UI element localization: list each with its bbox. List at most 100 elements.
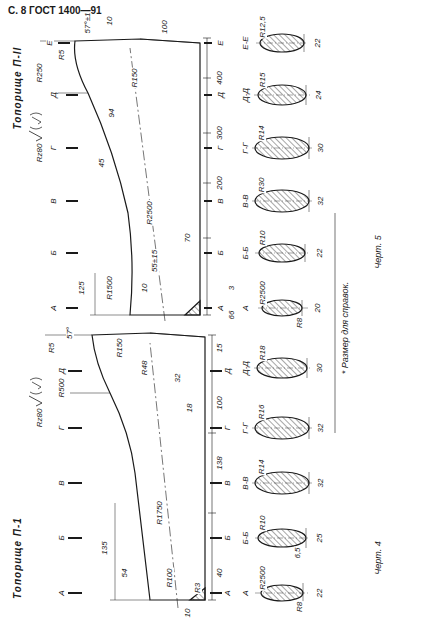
dimension-label: R30 (258, 177, 266, 194)
dimension-label: Б-Б (242, 530, 250, 545)
dimension-label: R5 (48, 342, 56, 354)
dimension-label: 15 (216, 343, 224, 354)
dimension-label: 10 (106, 16, 114, 27)
dimension-label: В-В (242, 193, 250, 208)
dimension-label: 100 (161, 19, 169, 34)
dimension-label: 70 (184, 233, 192, 244)
dimension-label: Е (46, 39, 54, 46)
dimension-label: 32 (317, 423, 325, 434)
dimension-label: 200 (216, 175, 224, 190)
dimension-label: R14 (258, 125, 266, 142)
dimension-label: R10 (259, 230, 267, 247)
dimension-label: 30 (316, 363, 324, 374)
dimension-label: В (224, 479, 232, 486)
dimension-label: Г (217, 145, 225, 151)
dimension-label: А (224, 589, 232, 596)
dimension-label: Rz80 (36, 408, 44, 429)
dimension-label: R250 (36, 62, 44, 83)
dimension-label: 32 (317, 478, 325, 489)
dimension-label: 22 (316, 588, 324, 599)
dimension-label: R12,5 (259, 15, 267, 38)
dimension-label: R2500 (146, 200, 154, 226)
dimension-label: R8 (296, 601, 304, 613)
dimension-label: Б-Б (242, 245, 250, 260)
dimension-label: 138 (216, 455, 224, 470)
dimension-label: Д-Д (242, 87, 250, 103)
dimension-label: 400 (216, 70, 224, 85)
dimension-label: Д (224, 367, 232, 375)
dimension-label: 22 (314, 38, 322, 49)
dimension-label: 94 (108, 108, 116, 119)
dimension-label: 55±15 (151, 249, 159, 273)
dimension-label: В (50, 197, 58, 204)
dimension-label: Д (58, 367, 66, 375)
dimension-label: А (217, 304, 225, 311)
dimension-label: Д (217, 91, 225, 99)
dimension-label: 40 (216, 568, 224, 579)
dimension-label: R2500 (259, 280, 267, 306)
dimension-label: R150 (116, 337, 124, 358)
dimension-label: 135 (101, 540, 109, 555)
dimension-label: Б (217, 249, 225, 256)
dimension-label: R8 (296, 317, 304, 329)
dimension-label: 10 (184, 608, 192, 619)
page-header: С. 8 ГОСТ 1400—91 (8, 6, 102, 16)
dimension-label: R1750 (156, 500, 164, 526)
dimension-label: Черт. 4 (374, 540, 383, 575)
dimension-label: 45 (98, 158, 106, 169)
dimension-label: R18 (259, 345, 267, 362)
dimension-label: В (58, 479, 66, 486)
dimension-label: R16 (258, 404, 266, 421)
dimension-label: R48 (141, 360, 149, 377)
dimension-label: 66 (228, 310, 236, 321)
dimension-label: А (242, 304, 250, 311)
dimension-label: 30 (317, 143, 325, 154)
dimension-label: Г (58, 425, 66, 431)
dimension-label: Г (50, 145, 58, 151)
dimension-label: R500 (58, 377, 66, 398)
drawing-title: Топорище П-II (13, 46, 23, 131)
dimension-label: А (50, 304, 58, 311)
dimension-label: Д-Д (242, 360, 250, 376)
dimension-label: Rz80 (36, 143, 44, 164)
dimension-label: R100 (166, 567, 174, 588)
dimension-label: R2500 (259, 565, 267, 591)
dimension-label: 20 (314, 303, 322, 314)
dimension-label: R3 (194, 582, 202, 594)
dimension-label: 32 (174, 373, 182, 384)
dimension-label: R10 (259, 515, 267, 532)
dimension-label: Е-Е (242, 35, 250, 50)
dimension-label: Д (50, 91, 58, 99)
dimension-label: Б (50, 249, 58, 256)
dimension-label: Черт. 5 (374, 234, 383, 269)
dimension-label: R5 (58, 49, 66, 61)
dimension-label: Г-Г (242, 421, 250, 434)
dimension-label: 125 (78, 280, 86, 295)
dimension-label: 25 (316, 533, 324, 544)
dimension-label: 22 (316, 248, 324, 259)
dimension-label: Б (224, 534, 232, 541)
dimension-label: 300 (216, 125, 224, 140)
dimension-label: Б (58, 534, 66, 541)
dimension-label: А (58, 589, 66, 596)
dimension-label: R1500 (106, 275, 114, 301)
dimension-label: А (242, 589, 250, 596)
dimension-label: 3 (228, 285, 236, 291)
dimension-label: 32 (317, 196, 325, 207)
dimension-label: * Размер для справок. (341, 281, 350, 376)
dimension-label: 10 (141, 283, 149, 294)
dimension-label: 54 (121, 568, 129, 579)
dimension-label: Г-Г (242, 141, 250, 154)
dimension-label: В-В (242, 475, 250, 490)
dimension-label: 57° (66, 326, 74, 340)
dimension-label: В (217, 197, 225, 204)
dimension-label: 100 (216, 395, 224, 410)
dimension-label: Е (217, 39, 225, 46)
dimension-label: 18 (186, 403, 194, 414)
dimension-label: R150 (131, 67, 139, 88)
dimension-label: 24 (315, 90, 323, 101)
dimension-label: Г (224, 425, 232, 431)
drawing-title: Топорище П-1 (13, 516, 23, 600)
dimension-label: 6,5 (294, 546, 302, 559)
